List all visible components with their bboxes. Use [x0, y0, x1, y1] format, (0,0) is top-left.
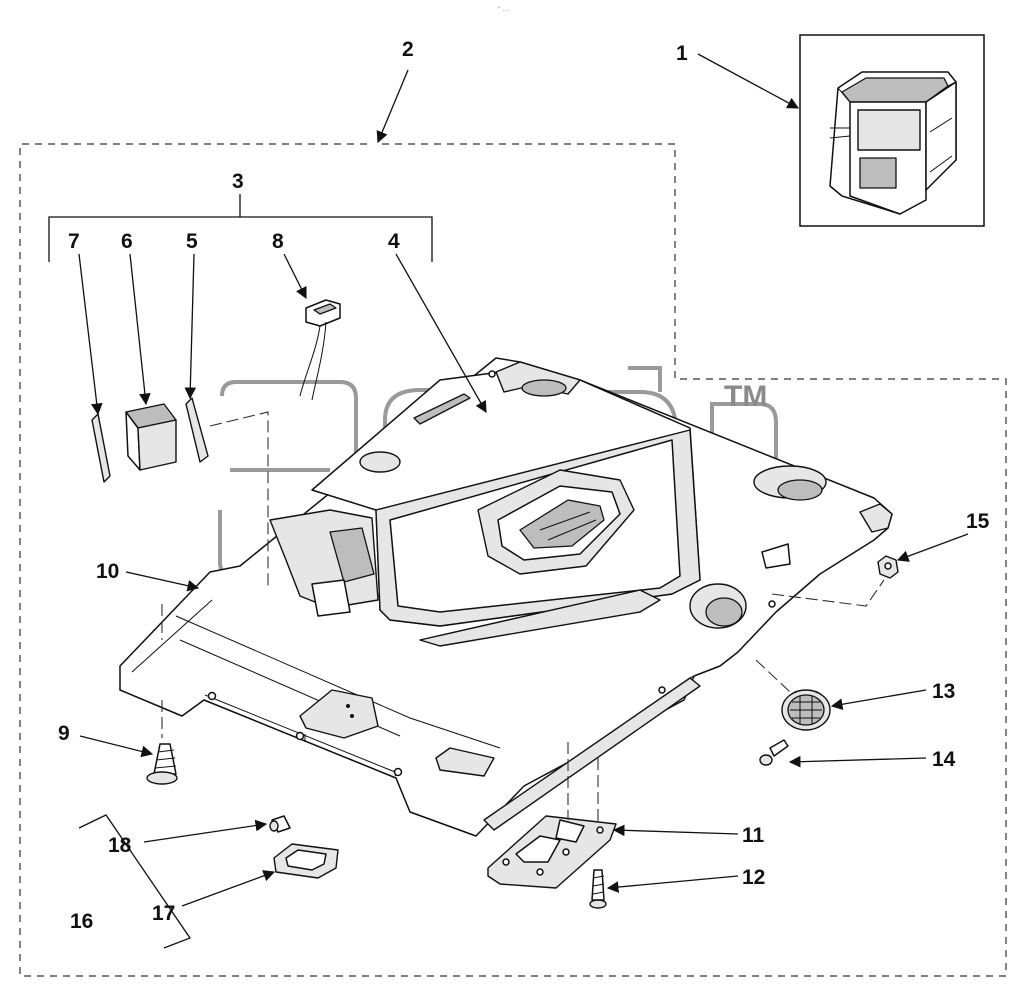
callout-13: 13 — [932, 680, 955, 703]
assembly-path-11 — [567, 742, 599, 822]
callout-15: 15 — [966, 510, 990, 533]
bulb-18 — [269, 815, 291, 833]
assembly-path-13 — [755, 659, 791, 693]
header-mark: " ... — [498, 6, 508, 13]
screw-14 — [759, 739, 789, 766]
callout-17: 17 — [152, 902, 175, 925]
callout-3: 3 — [232, 170, 244, 193]
callout-7: 7 — [68, 230, 80, 253]
callout-4: 4 — [388, 230, 400, 253]
callout-18: 18 — [108, 834, 132, 857]
callout-14: 14 — [932, 748, 956, 771]
callout-5: 5 — [186, 230, 198, 253]
strip-5 — [185, 397, 209, 463]
headliner-panel-icon — [119, 357, 893, 837]
strip-7 — [91, 413, 111, 483]
bezel-17 — [273, 843, 339, 879]
callout-1: 1 — [676, 42, 688, 65]
assembly-path-8 — [209, 411, 269, 588]
leader-lines — [78, 53, 969, 907]
callout-16: 16 — [70, 910, 93, 933]
callout-9: 9 — [58, 722, 70, 745]
connector-8 — [299, 299, 341, 401]
callout-11: 11 — [742, 824, 765, 847]
plate-11 — [487, 815, 617, 889]
nut-icon — [877, 555, 899, 579]
bracket-3 — [48, 194, 433, 262]
callout-6: 6 — [121, 230, 133, 253]
cab-frame-icon — [829, 71, 957, 215]
assembly-path-15 — [771, 579, 885, 607]
assembly-2-boundary — [19, 143, 1007, 977]
bracket-16 — [78, 814, 192, 949]
callout-10: 10 — [96, 560, 119, 583]
screw-12 — [589, 869, 607, 909]
speaker-grille-icon — [781, 689, 831, 731]
watermark-tm: TM — [724, 380, 767, 413]
screw-icon — [146, 743, 178, 785]
callout-12: 12 — [742, 866, 765, 889]
pad-6 — [125, 403, 177, 471]
callout-8: 8 — [272, 230, 284, 253]
callout-2: 2 — [402, 38, 414, 61]
